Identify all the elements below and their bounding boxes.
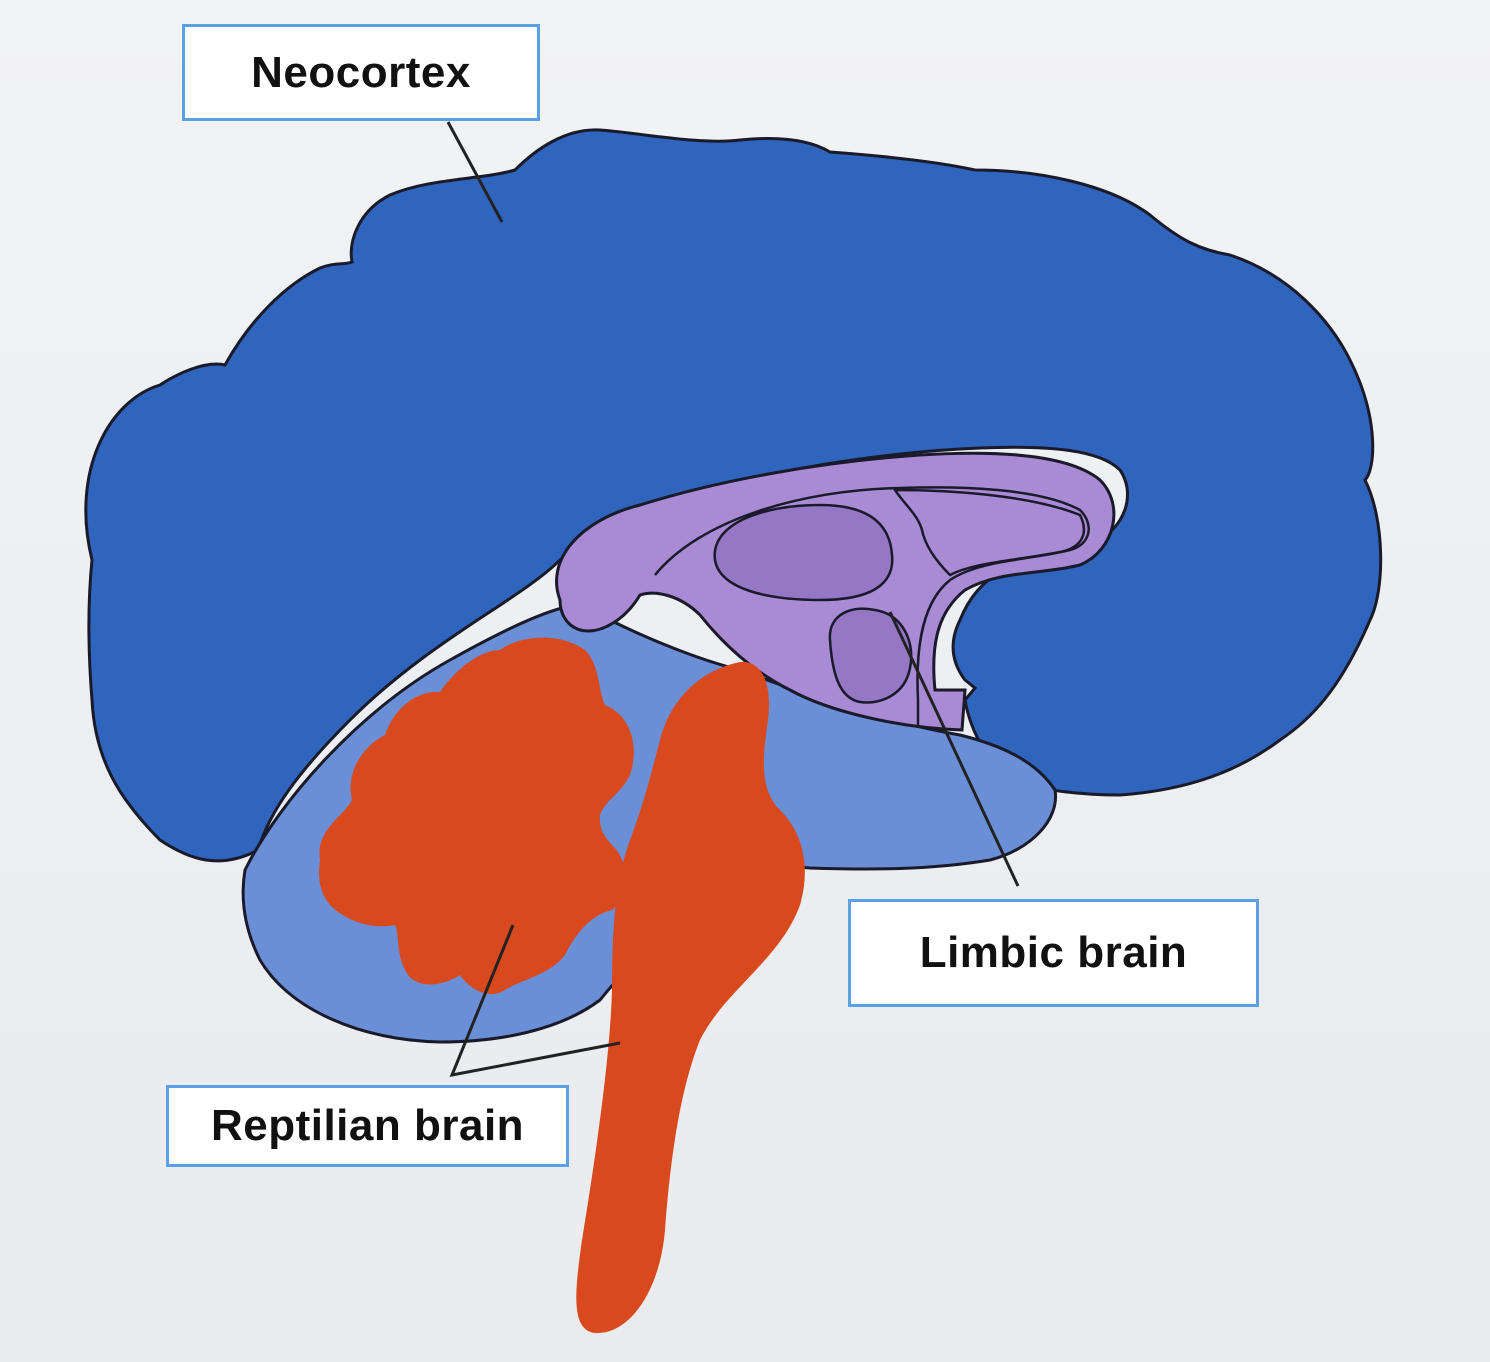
limbic-brain-label: Limbic brain: [848, 899, 1259, 1007]
limbic-hook-outline: [892, 488, 1086, 577]
neocortex-label-text: Neocortex: [251, 47, 471, 97]
limbic-brain-label-text: Limbic brain: [919, 928, 1188, 977]
reptilian-brainstem: [576, 661, 805, 1334]
limbic-pointer-line: [888, 611, 1020, 887]
reptilian-cerebellum: [319, 637, 634, 995]
neocortex-label: Neocortex: [182, 24, 540, 121]
limbic-amygdala-shape: [828, 607, 913, 704]
reptilian-brain-label: Reptilian brain: [166, 1085, 569, 1167]
neocortex-pointer-line: [446, 121, 504, 223]
limbic-fornix-outline: [654, 486, 1090, 728]
reptilian-brain-label-text: Reptilian brain: [210, 1101, 525, 1150]
neocortex-region: [84, 128, 1383, 863]
reptilian-pointer-line: [449, 924, 621, 1077]
limbic-thalamus-shape: [713, 503, 894, 602]
